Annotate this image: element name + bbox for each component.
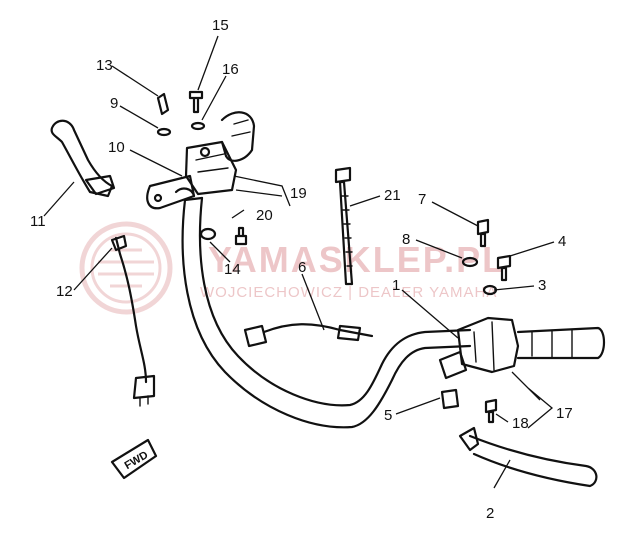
callout-18: 18 — [512, 415, 529, 432]
callout-19: 19 — [290, 185, 307, 202]
callout-15: 15 — [212, 17, 229, 34]
switch-cable — [110, 234, 156, 407]
fwd-badge: FWD — [110, 438, 158, 480]
callout-6: 6 — [298, 259, 306, 276]
callout-13: 13 — [96, 57, 113, 74]
callout-1: 1 — [392, 277, 400, 294]
right-hardware — [440, 218, 512, 424]
callout-labels: 15 16 13 9 10 11 12 19 20 14 6 21 7 8 4 … — [30, 17, 573, 522]
leader-lines — [43, 35, 555, 489]
callout-20: 20 — [256, 207, 273, 224]
callout-2: 2 — [486, 505, 494, 522]
callout-16: 16 — [222, 61, 239, 78]
left-switch-assembly — [146, 111, 256, 210]
callout-21: 21 — [384, 187, 401, 204]
callout-17: 17 — [556, 405, 573, 422]
watermark-logo — [79, 221, 173, 315]
callout-9: 9 — [110, 95, 118, 112]
callout-14: 14 — [224, 261, 241, 278]
handlebar — [181, 196, 472, 429]
callout-7: 7 — [418, 191, 426, 208]
watermark-dealer: WOJCIECHOWICZ | DEALER YAMAHA — [200, 284, 497, 301]
callout-10: 10 — [108, 139, 125, 156]
callout-4: 4 — [558, 233, 566, 250]
cable-strap — [334, 166, 354, 286]
callout-12: 12 — [56, 283, 73, 300]
watermark-brand: YAMASKLEP.PL — [208, 239, 506, 280]
callout-8: 8 — [402, 231, 410, 248]
right-switch-assembly — [438, 316, 606, 380]
callout-5: 5 — [384, 407, 392, 424]
left-lever — [50, 119, 116, 198]
right-lever — [458, 426, 598, 488]
throttle-cable — [243, 323, 374, 348]
watermark: YAMASKLEP.PL WOJCIECHOWICZ | DEALER YAMA… — [79, 221, 506, 315]
left-hardware — [156, 90, 248, 246]
callout-3: 3 — [538, 277, 546, 294]
callout-11: 11 — [30, 213, 46, 230]
